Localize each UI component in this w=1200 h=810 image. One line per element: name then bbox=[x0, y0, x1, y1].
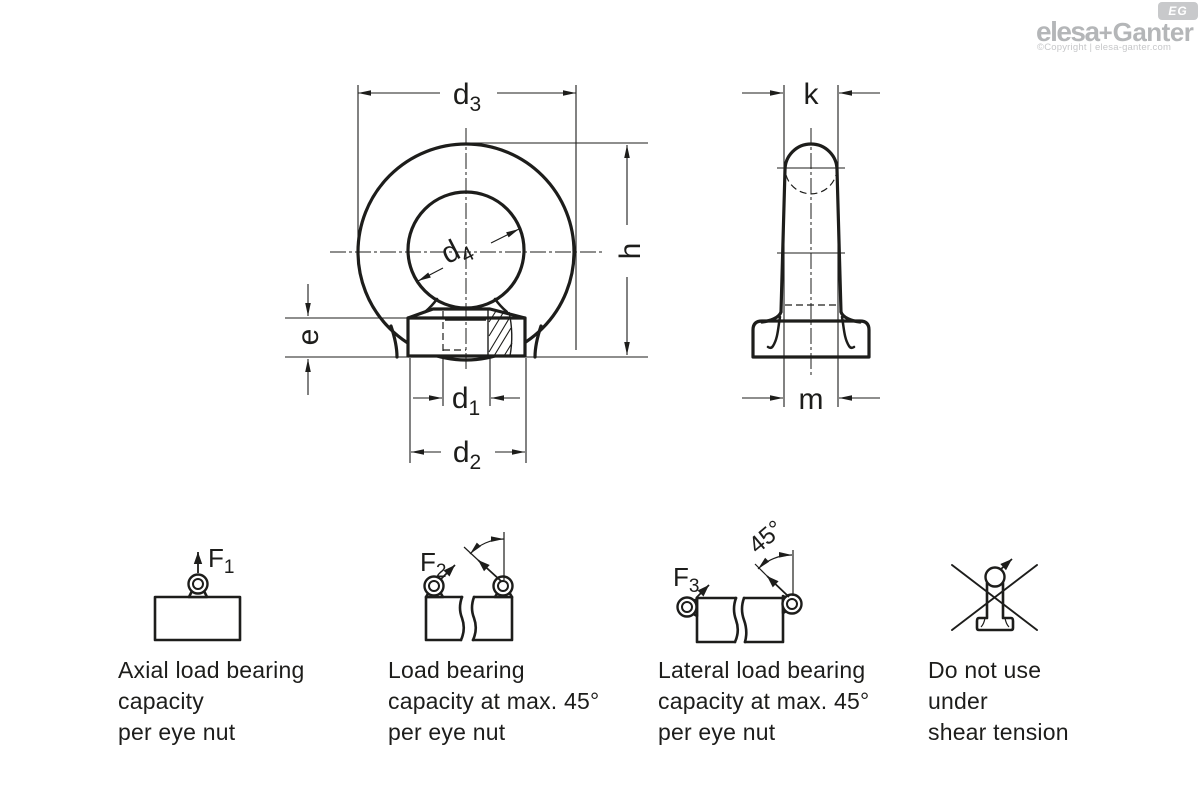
f3-base: F bbox=[673, 562, 689, 592]
dim-label-d3-sub: 3 bbox=[470, 93, 482, 116]
side-flare-right bbox=[839, 310, 862, 324]
side-flare-left bbox=[760, 310, 783, 324]
caption-lateral-load-45: Lateral load bearing capacity at max. 45… bbox=[658, 655, 869, 748]
section-outer-wall bbox=[508, 311, 513, 357]
caption-axial-load: Axial load bearing capacity per eye nut bbox=[118, 655, 304, 748]
shear-arrow bbox=[999, 558, 1013, 571]
f2-sub: 2 bbox=[436, 561, 447, 582]
dim-label-e: e bbox=[292, 329, 325, 346]
caption-load-45: Load bearing capacity at max. 45° per ey… bbox=[388, 655, 599, 748]
f1-base: F bbox=[208, 543, 224, 573]
caption-line: capacity bbox=[118, 688, 204, 714]
dim-label-d3: d3 bbox=[453, 78, 481, 116]
caption-line: Do not use bbox=[928, 657, 1042, 683]
copyright-text: ©Copyright | elesa-ganter.com bbox=[1037, 42, 1172, 53]
caption-line: Load bearing bbox=[388, 657, 525, 683]
caption-line: Lateral load bearing bbox=[658, 657, 866, 683]
force-arrow-f2 bbox=[440, 564, 456, 580]
caption-line: per eye nut bbox=[118, 719, 236, 745]
force-arrow-f3 bbox=[695, 584, 710, 599]
front-extension-lines bbox=[285, 85, 648, 463]
brand-logo: elesa+Ganter bbox=[1036, 16, 1194, 48]
front-section-detail bbox=[442, 310, 513, 357]
dim-label-d2-base: d bbox=[453, 436, 470, 469]
eye-nut-inner-right bbox=[497, 580, 509, 592]
flare-left bbox=[389, 324, 399, 359]
front-dimension-arrows bbox=[305, 90, 630, 455]
flare-right bbox=[533, 324, 543, 359]
dim-label-d1-sub: 1 bbox=[469, 397, 481, 420]
caption-line: capacity at max. 45° bbox=[388, 688, 600, 714]
right-block bbox=[742, 596, 785, 644]
icon-load-45: F2 bbox=[420, 532, 514, 642]
eg-badge: EG bbox=[1158, 2, 1198, 20]
left-block bbox=[424, 595, 464, 642]
icon-lateral-load-45: 45° F3 bbox=[673, 515, 803, 644]
left-block-break-edge bbox=[458, 595, 466, 642]
brand-ganter: Ganter bbox=[1112, 17, 1194, 47]
dim-label-k: k bbox=[804, 78, 820, 111]
angle-label-45: 45° bbox=[744, 515, 789, 559]
right-block-break-edge bbox=[740, 596, 748, 644]
caption-line: Axial load bearing bbox=[118, 657, 305, 683]
inner-fillet-right bbox=[493, 297, 509, 314]
right-block-break-edge bbox=[470, 595, 478, 642]
force-label-f3: F3 bbox=[673, 562, 699, 597]
icon-axial-load: F1 bbox=[153, 543, 242, 642]
caption-line: per eye nut bbox=[658, 719, 776, 745]
front-centerlines bbox=[330, 128, 605, 372]
eye-nut-inner-left bbox=[681, 601, 693, 613]
hatching bbox=[488, 310, 513, 357]
d4-arrow-upper bbox=[490, 228, 520, 244]
angle-arc bbox=[757, 552, 793, 570]
angle-arc bbox=[469, 536, 505, 555]
f1-sub: 1 bbox=[224, 557, 235, 578]
force-label-f2: F2 bbox=[420, 547, 446, 582]
eye-bolt-fillet-right bbox=[1004, 617, 1010, 628]
eye-bolt-ring bbox=[984, 566, 1006, 588]
side-part-outline bbox=[751, 142, 871, 359]
load-block bbox=[153, 595, 242, 642]
brand-elesa: elesa bbox=[1036, 16, 1100, 47]
eye-nut-inner-right bbox=[786, 598, 798, 610]
side-dimension-arrows bbox=[742, 90, 880, 401]
dim-label-m: m bbox=[799, 383, 824, 416]
side-fillet-right bbox=[840, 315, 856, 350]
f3-sub: 3 bbox=[689, 576, 700, 597]
angled-pull-arrow bbox=[766, 575, 790, 598]
eye-bolt-profile bbox=[975, 581, 1015, 632]
dim-label-d1-base: d bbox=[452, 382, 469, 415]
caption-line: per eye nut bbox=[388, 719, 506, 745]
cross-out-line-2 bbox=[951, 564, 1038, 631]
angled-pull-arrow bbox=[477, 559, 502, 582]
dim-label-d1: d1 bbox=[452, 382, 480, 420]
angled-pull-extension bbox=[754, 563, 768, 577]
left-block-break-edge bbox=[732, 596, 740, 644]
dim-label-h: h bbox=[614, 243, 647, 260]
brand-plus: + bbox=[1098, 20, 1113, 47]
caption-line: shear tension bbox=[928, 719, 1069, 745]
side-view: k m bbox=[742, 78, 880, 416]
left-block bbox=[695, 596, 738, 644]
front-view: d3 d4 d1 d2 e h bbox=[285, 78, 648, 474]
icon-do-not-use bbox=[951, 558, 1038, 632]
caption-do-not-use: Do not use under shear tension bbox=[928, 655, 1069, 748]
dim-label-d2-sub: 2 bbox=[470, 451, 482, 474]
d4-arrow-lower bbox=[417, 267, 444, 282]
caption-line: under bbox=[928, 688, 988, 714]
eye-nut-inner bbox=[192, 578, 204, 590]
eye-bolt-fillet-left bbox=[980, 617, 986, 628]
force-label-f1: F1 bbox=[208, 543, 234, 578]
side-fillet-left bbox=[766, 315, 782, 350]
eye-nut-inner-left bbox=[428, 580, 440, 592]
right-block bbox=[471, 595, 514, 642]
caption-line: capacity at max. 45° bbox=[658, 688, 870, 714]
f2-base: F bbox=[420, 547, 436, 577]
dim-label-d2: d2 bbox=[453, 436, 481, 474]
inner-fillet-left bbox=[423, 297, 439, 314]
dim-label-d3-base: d bbox=[453, 78, 470, 111]
